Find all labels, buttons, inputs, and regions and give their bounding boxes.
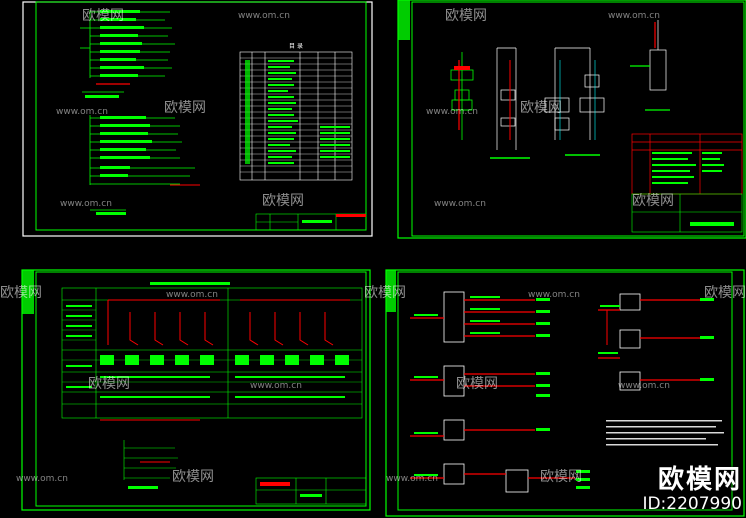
watermark-brand: 欧模网: [704, 285, 746, 301]
sub-distribution: [123, 440, 178, 480]
title-block-top-right: [631, 193, 743, 233]
title-block-bottom-left: [255, 477, 367, 505]
watermark-brand: 欧模网: [632, 193, 674, 209]
watermark-url: www.om.cn: [60, 199, 112, 209]
watermark-url: www.om.cn: [426, 107, 478, 117]
id-badge: 欧模网 ID:2207990: [642, 466, 742, 514]
watermark-brand: 欧模网: [0, 285, 42, 301]
distribution-tree-lower: [89, 115, 195, 211]
watermark-brand: 欧模网: [262, 193, 304, 209]
watermark-brand: 欧模网: [520, 100, 562, 116]
schematic-3: [544, 47, 605, 140]
riser-blocks: [443, 291, 641, 493]
watermark-brand: 欧模网: [164, 100, 206, 116]
schematic-2: [496, 47, 517, 150]
watermark-url: www.om.cn: [56, 107, 108, 117]
notes-block: [606, 420, 724, 446]
contents-table: [239, 51, 353, 181]
watermark-url: www.om.cn: [386, 474, 438, 484]
watermark-url: www.om.cn: [608, 11, 660, 21]
watermark-url: www.om.cn: [16, 474, 68, 484]
watermark-url: www.om.cn: [238, 11, 290, 21]
badge-brand: 欧模网: [657, 465, 742, 495]
contents-table-title: 目 录: [289, 42, 303, 50]
watermark-url: www.om.cn: [250, 381, 302, 391]
schematic-1: [450, 52, 474, 140]
bottom-right-sheet: [385, 269, 745, 517]
watermark-url: www.om.cn: [166, 290, 218, 300]
watermark-brand: 欧模网: [172, 469, 214, 485]
watermark-brand: 欧模网: [88, 376, 130, 392]
top-right-sheet: [397, 0, 746, 239]
panel-schedule: [61, 287, 363, 419]
watermark-brand: 欧模网: [82, 8, 124, 24]
title-block-top-left: [255, 213, 367, 231]
watermark-url: www.om.cn: [528, 290, 580, 300]
watermark-layer: 欧模网 www.om.cn 欧模网 www.om.cn 欧模网 www.om.c…: [0, 8, 746, 485]
watermark-brand: 欧模网: [540, 469, 582, 485]
watermark-brand: 欧模网: [456, 376, 498, 392]
watermark-brand: 欧模网: [445, 8, 487, 24]
schematic-4: [649, 20, 667, 91]
bottom-left-sheet: [21, 269, 371, 511]
top-left-sheet: 目 录: [22, 1, 373, 237]
watermark-url: www.om.cn: [618, 381, 670, 391]
badge-id: ID:2207990: [642, 494, 742, 514]
watermark-url: www.om.cn: [434, 199, 486, 209]
watermark-brand: 欧模网: [364, 285, 406, 301]
